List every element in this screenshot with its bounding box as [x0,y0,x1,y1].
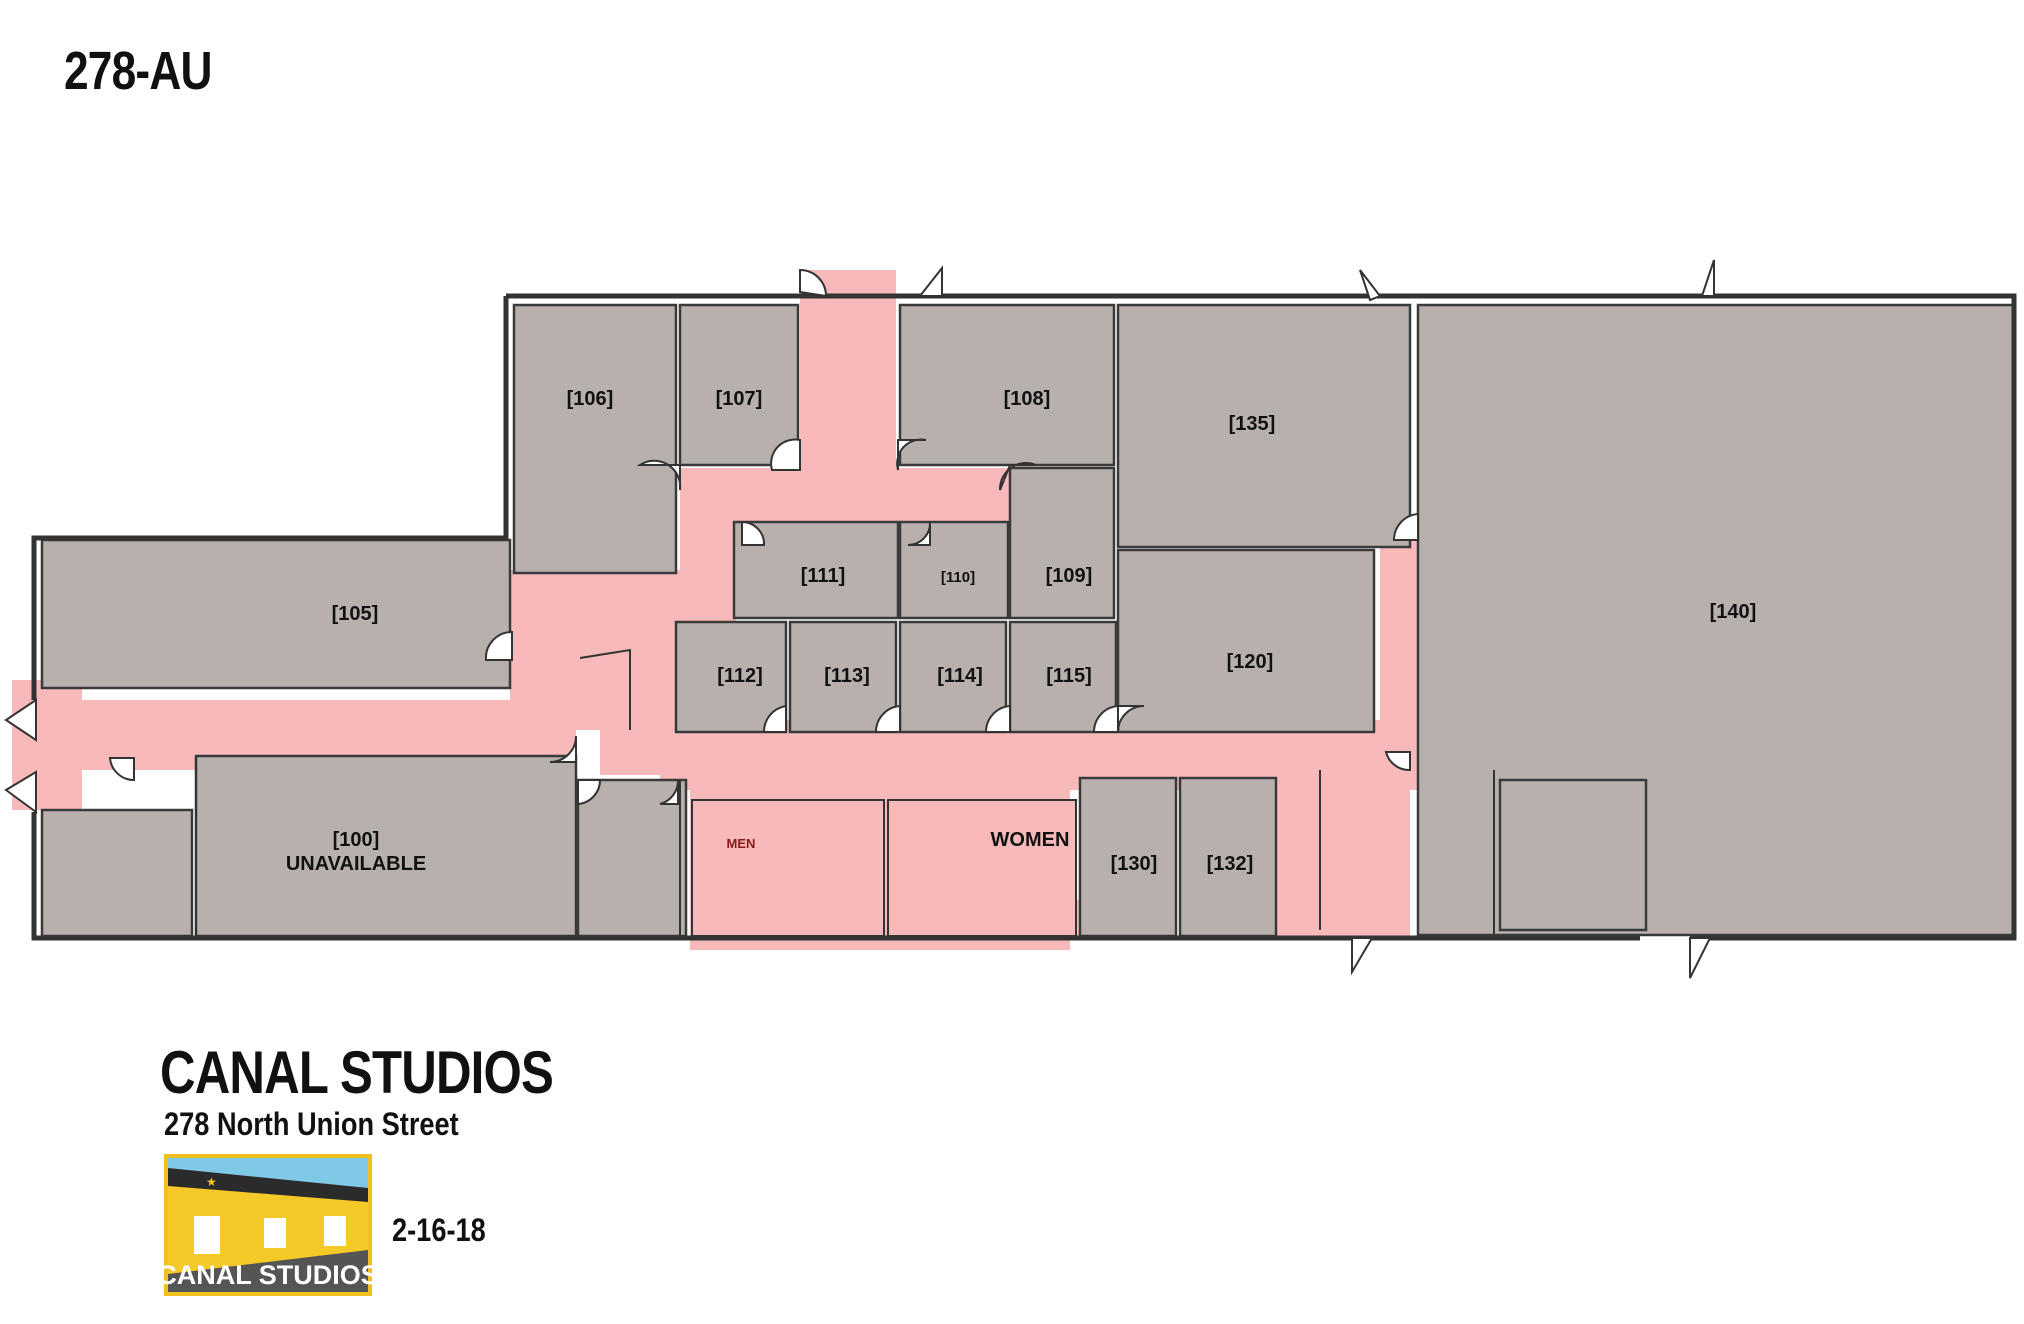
room-109 [1008,466,1116,620]
svg-text:★: ★ [206,1175,217,1189]
room-135 [1116,303,1412,549]
exterior-walls [31,293,2017,941]
label-140: [140] [1710,601,1757,623]
document-code: 278-AU [64,41,212,101]
interior-walls [195,648,1495,936]
label-106: [106] [567,388,614,410]
restrooms [691,799,1077,937]
plan-date: 2-16-18 [392,1212,486,1248]
room-110 [898,520,1010,620]
rooms [40,303,2016,938]
label-112: [112] [717,665,763,687]
room-108 [898,303,1116,467]
label-108: [108] [1004,388,1051,410]
label-110: [110] [941,569,975,586]
label-135: [135] [1229,413,1276,435]
room-130 [1078,776,1178,938]
label-100-status: UNAVAILABLE [286,853,426,875]
logo-text: CANAL STUDIOS [164,1260,372,1290]
label-115: [115] [1046,665,1092,687]
room-132 [1178,776,1278,938]
label-132: [132] [1207,853,1254,875]
label-107: [107] [716,388,763,410]
room-107 [678,303,800,467]
room-112 [674,620,788,734]
label-100: [100] [333,829,380,851]
room-100-west [40,808,194,938]
canal-studios-logo: ★ CANAL STUDIOS [164,1154,372,1296]
brand-address: 278 North Union Street [164,1106,459,1142]
label-113: [113] [824,665,870,687]
room-storage [576,778,688,938]
room-100 [194,754,578,938]
room-labels: [106] [107] [108] [135] [105] [111] [110… [286,388,1757,875]
room-114 [898,620,1008,734]
label-105: [105] [332,603,379,625]
label-114: [114] [937,665,983,687]
label-109: [109] [1046,565,1093,587]
label-women: WOMEN [991,829,1070,851]
room-105 [40,538,512,690]
label-120: [120] [1227,651,1274,673]
room-113 [788,620,898,734]
room-115 [1008,620,1118,734]
brand-name: CANAL STUDIOS [160,1039,554,1106]
label-111: [111] [801,565,845,587]
room-106 [512,303,678,575]
room-120 [1116,548,1376,734]
doors [4,259,1715,979]
label-men: MEN [727,836,756,851]
room-east-service [1498,778,1648,932]
label-130: [130] [1111,853,1158,875]
